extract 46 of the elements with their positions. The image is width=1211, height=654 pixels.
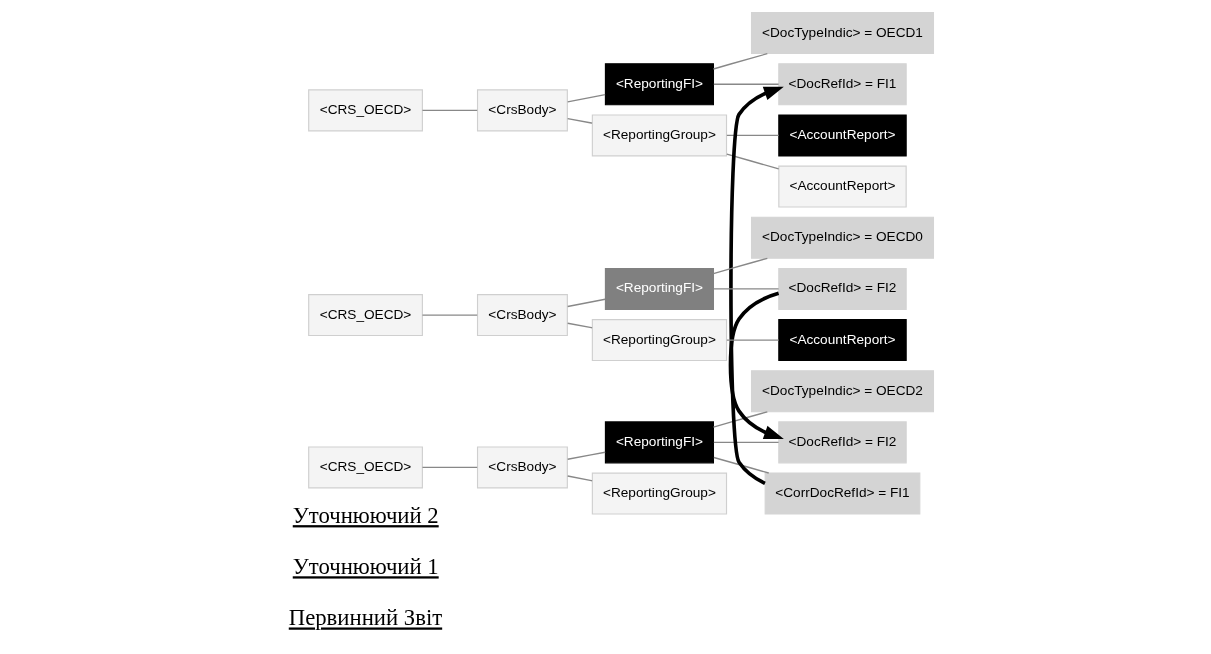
label: Уточнюючий 2 xyxy=(292,503,439,529)
node-box: <DocRefId> = FI2 xyxy=(777,267,907,310)
connector xyxy=(421,109,478,112)
connector xyxy=(725,134,779,137)
connector xyxy=(566,93,606,103)
node-box: <DocTypeIndic> = OECD1 xyxy=(750,12,934,55)
connector xyxy=(566,451,606,460)
node-box: <DocRefId> = FI2 xyxy=(777,421,907,464)
arrow xyxy=(728,86,784,485)
node-box: <CrsBody> xyxy=(476,446,568,489)
node-box: <AccountReport> xyxy=(777,114,907,157)
connector xyxy=(712,53,768,70)
label: Уточнюючий 1 xyxy=(292,554,439,580)
connector xyxy=(712,257,768,275)
node-box: <ReportingGroup> xyxy=(591,472,727,515)
connector xyxy=(421,466,478,469)
node-box: <CrsBody> xyxy=(476,294,568,337)
connector xyxy=(712,411,768,428)
connector xyxy=(725,153,779,170)
connector xyxy=(725,339,779,341)
connector xyxy=(566,322,593,329)
node-box: <CRS_OECD> xyxy=(307,89,423,132)
node-box: <ReportingFI> xyxy=(604,267,714,310)
node-box: <DocRefId> = FI1 xyxy=(777,63,907,106)
connector xyxy=(712,441,779,444)
node-box: <ReportingFI> xyxy=(604,421,714,464)
connector xyxy=(712,83,779,85)
node-box: <CrsBody> xyxy=(476,89,568,132)
node-box: <CorrDocRefId> = FI1 xyxy=(764,472,920,515)
node-box: <AccountReport> xyxy=(777,165,907,208)
node-box: <ReportingFI> xyxy=(604,63,714,106)
node-box: <DocTypeIndic> = OECD0 xyxy=(750,216,934,259)
node-box: <CRS_OECD> xyxy=(307,294,423,337)
arrow xyxy=(728,291,784,440)
label: Первинний Звіт xyxy=(288,605,442,631)
connector xyxy=(566,117,593,124)
node-box: <CRS_OECD> xyxy=(307,446,423,489)
connector xyxy=(566,475,593,482)
connector xyxy=(712,456,769,474)
connector xyxy=(421,314,478,316)
node-box: <ReportingGroup> xyxy=(591,319,727,362)
connector xyxy=(712,288,779,290)
connector xyxy=(566,298,606,308)
node-box: <ReportingGroup> xyxy=(591,114,727,157)
node-box: <AccountReport> xyxy=(777,319,907,362)
node-box: <DocTypeIndic> = OECD2 xyxy=(750,370,934,413)
